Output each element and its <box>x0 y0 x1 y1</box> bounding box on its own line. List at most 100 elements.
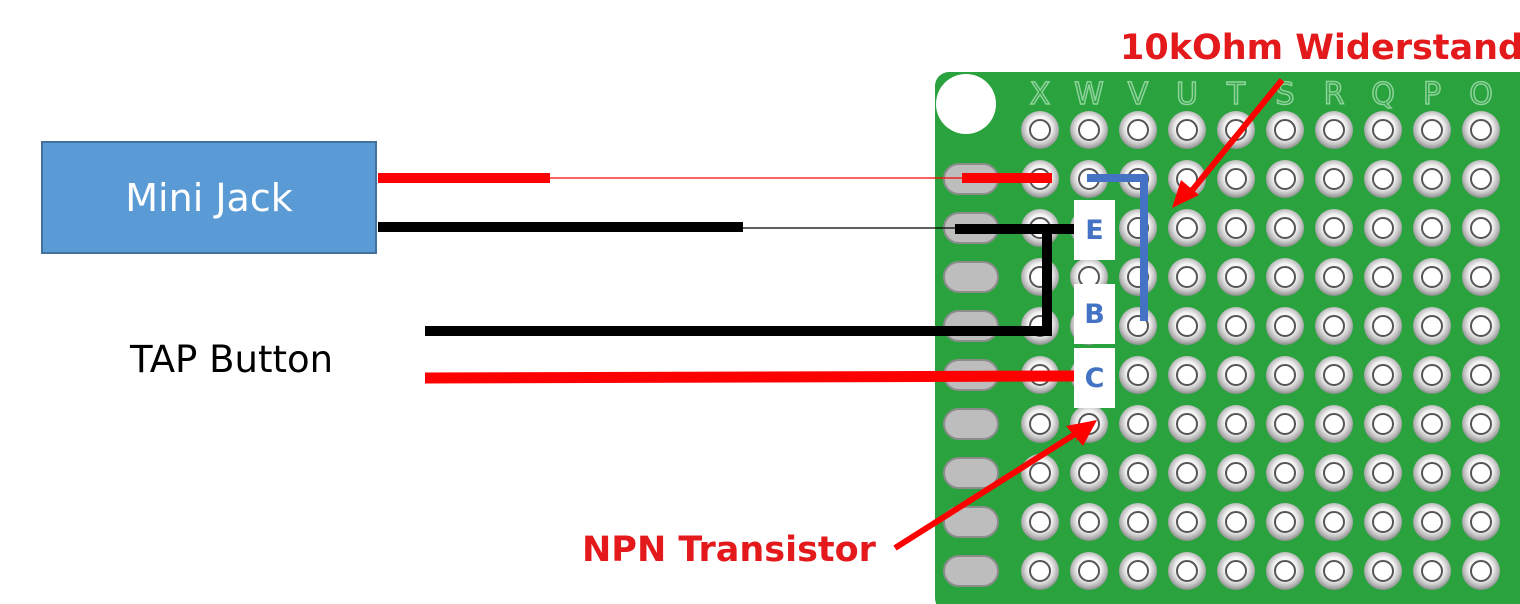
tap-button-label: TAP Button <box>130 338 334 381</box>
board-hole <box>1225 511 1247 533</box>
board-hole <box>1127 560 1149 582</box>
transistor-arrow-line <box>893 428 1082 551</box>
board-hole <box>1323 364 1345 386</box>
board-hole <box>1176 364 1198 386</box>
mini-jack-label: Mini Jack <box>125 175 293 220</box>
wires <box>378 173 1148 384</box>
board-hole <box>1421 560 1443 582</box>
board-hole <box>1372 119 1394 141</box>
board-hole <box>1274 217 1296 239</box>
board-hole <box>1470 511 1492 533</box>
board-hole <box>1323 217 1345 239</box>
board-hole <box>1176 119 1198 141</box>
board-hole <box>1323 119 1345 141</box>
board-letter: O <box>1469 77 1493 112</box>
board-hole <box>1225 315 1247 337</box>
board-hole <box>1176 266 1198 288</box>
board-hole <box>1323 266 1345 288</box>
resistor-label: 10kOhm Widerstand <box>1120 28 1520 68</box>
board-hole <box>1372 511 1394 533</box>
board-letter: Q <box>1371 77 1395 112</box>
board-hole <box>1225 462 1247 484</box>
pin-base-label: B <box>1074 284 1115 344</box>
board-hole <box>1078 462 1100 484</box>
board-hole <box>1225 560 1247 582</box>
board-hole <box>1470 266 1492 288</box>
board-hole <box>1421 462 1443 484</box>
board-hole <box>1323 315 1345 337</box>
board-hole <box>1372 413 1394 435</box>
board-hole <box>1127 364 1149 386</box>
board-hole <box>1274 462 1296 484</box>
pin-collector-label: C <box>1074 348 1115 408</box>
board-hole <box>1470 413 1492 435</box>
edge-pad <box>943 555 999 587</box>
board-hole <box>1421 168 1443 190</box>
board-hole <box>1225 217 1247 239</box>
board-letter: V <box>1128 77 1149 112</box>
board-hole <box>1274 168 1296 190</box>
board-hole <box>1176 315 1198 337</box>
board-hole <box>1078 511 1100 533</box>
board-hole <box>1127 462 1149 484</box>
board-hole <box>1421 315 1443 337</box>
resistor-wire <box>1087 174 1148 321</box>
board-hole <box>1470 168 1492 190</box>
edge-pad <box>943 408 999 440</box>
edge-pad <box>943 261 999 293</box>
board-hole <box>1176 217 1198 239</box>
board-hole <box>1372 364 1394 386</box>
edge-pad <box>943 506 999 538</box>
board-hole <box>1127 119 1149 141</box>
board-hole <box>1323 511 1345 533</box>
mounting-hole <box>936 74 996 134</box>
board-hole <box>1176 560 1198 582</box>
board-hole <box>1323 560 1345 582</box>
board-hole <box>1421 217 1443 239</box>
board-hole <box>1274 315 1296 337</box>
board-hole <box>1323 413 1345 435</box>
edge-pad <box>943 457 999 489</box>
board-hole <box>1470 462 1492 484</box>
transistor-arrow-head-fill <box>1066 420 1097 446</box>
mini-jack-box: Mini Jack <box>41 141 377 254</box>
board-hole <box>1078 119 1100 141</box>
board-hole <box>1372 315 1394 337</box>
board-hole <box>1274 119 1296 141</box>
board-hole <box>1421 119 1443 141</box>
board-hole <box>1029 511 1051 533</box>
board-hole <box>1421 266 1443 288</box>
pin-emitter-label: E <box>1074 200 1115 260</box>
board-hole <box>1176 413 1198 435</box>
board-hole <box>1470 217 1492 239</box>
board-hole <box>1470 560 1492 582</box>
board-letter: X <box>1030 77 1051 112</box>
board-hole <box>1274 511 1296 533</box>
board-hole <box>1274 266 1296 288</box>
board-edge-pads <box>943 163 999 587</box>
board-hole <box>1274 364 1296 386</box>
board-letter: R <box>1324 77 1345 112</box>
transistor-label: NPN Transistor <box>582 530 876 570</box>
board-hole <box>1323 168 1345 190</box>
board-hole <box>1372 168 1394 190</box>
board-letter: P <box>1423 77 1441 112</box>
board-hole <box>1078 560 1100 582</box>
board-hole <box>1274 413 1296 435</box>
board-hole <box>1421 364 1443 386</box>
board-hole <box>1470 364 1492 386</box>
board-hole <box>1176 462 1198 484</box>
resistor-arrow-head <box>1172 180 1199 208</box>
board-letter: U <box>1176 77 1198 112</box>
board-hole <box>1372 266 1394 288</box>
board-hole <box>1029 560 1051 582</box>
board-hole <box>1323 462 1345 484</box>
board-hole <box>1225 364 1247 386</box>
board-hole <box>1029 119 1051 141</box>
board-hole <box>1372 462 1394 484</box>
board-hole <box>1127 413 1149 435</box>
board-hole <box>1225 413 1247 435</box>
board-hole <box>1225 168 1247 190</box>
